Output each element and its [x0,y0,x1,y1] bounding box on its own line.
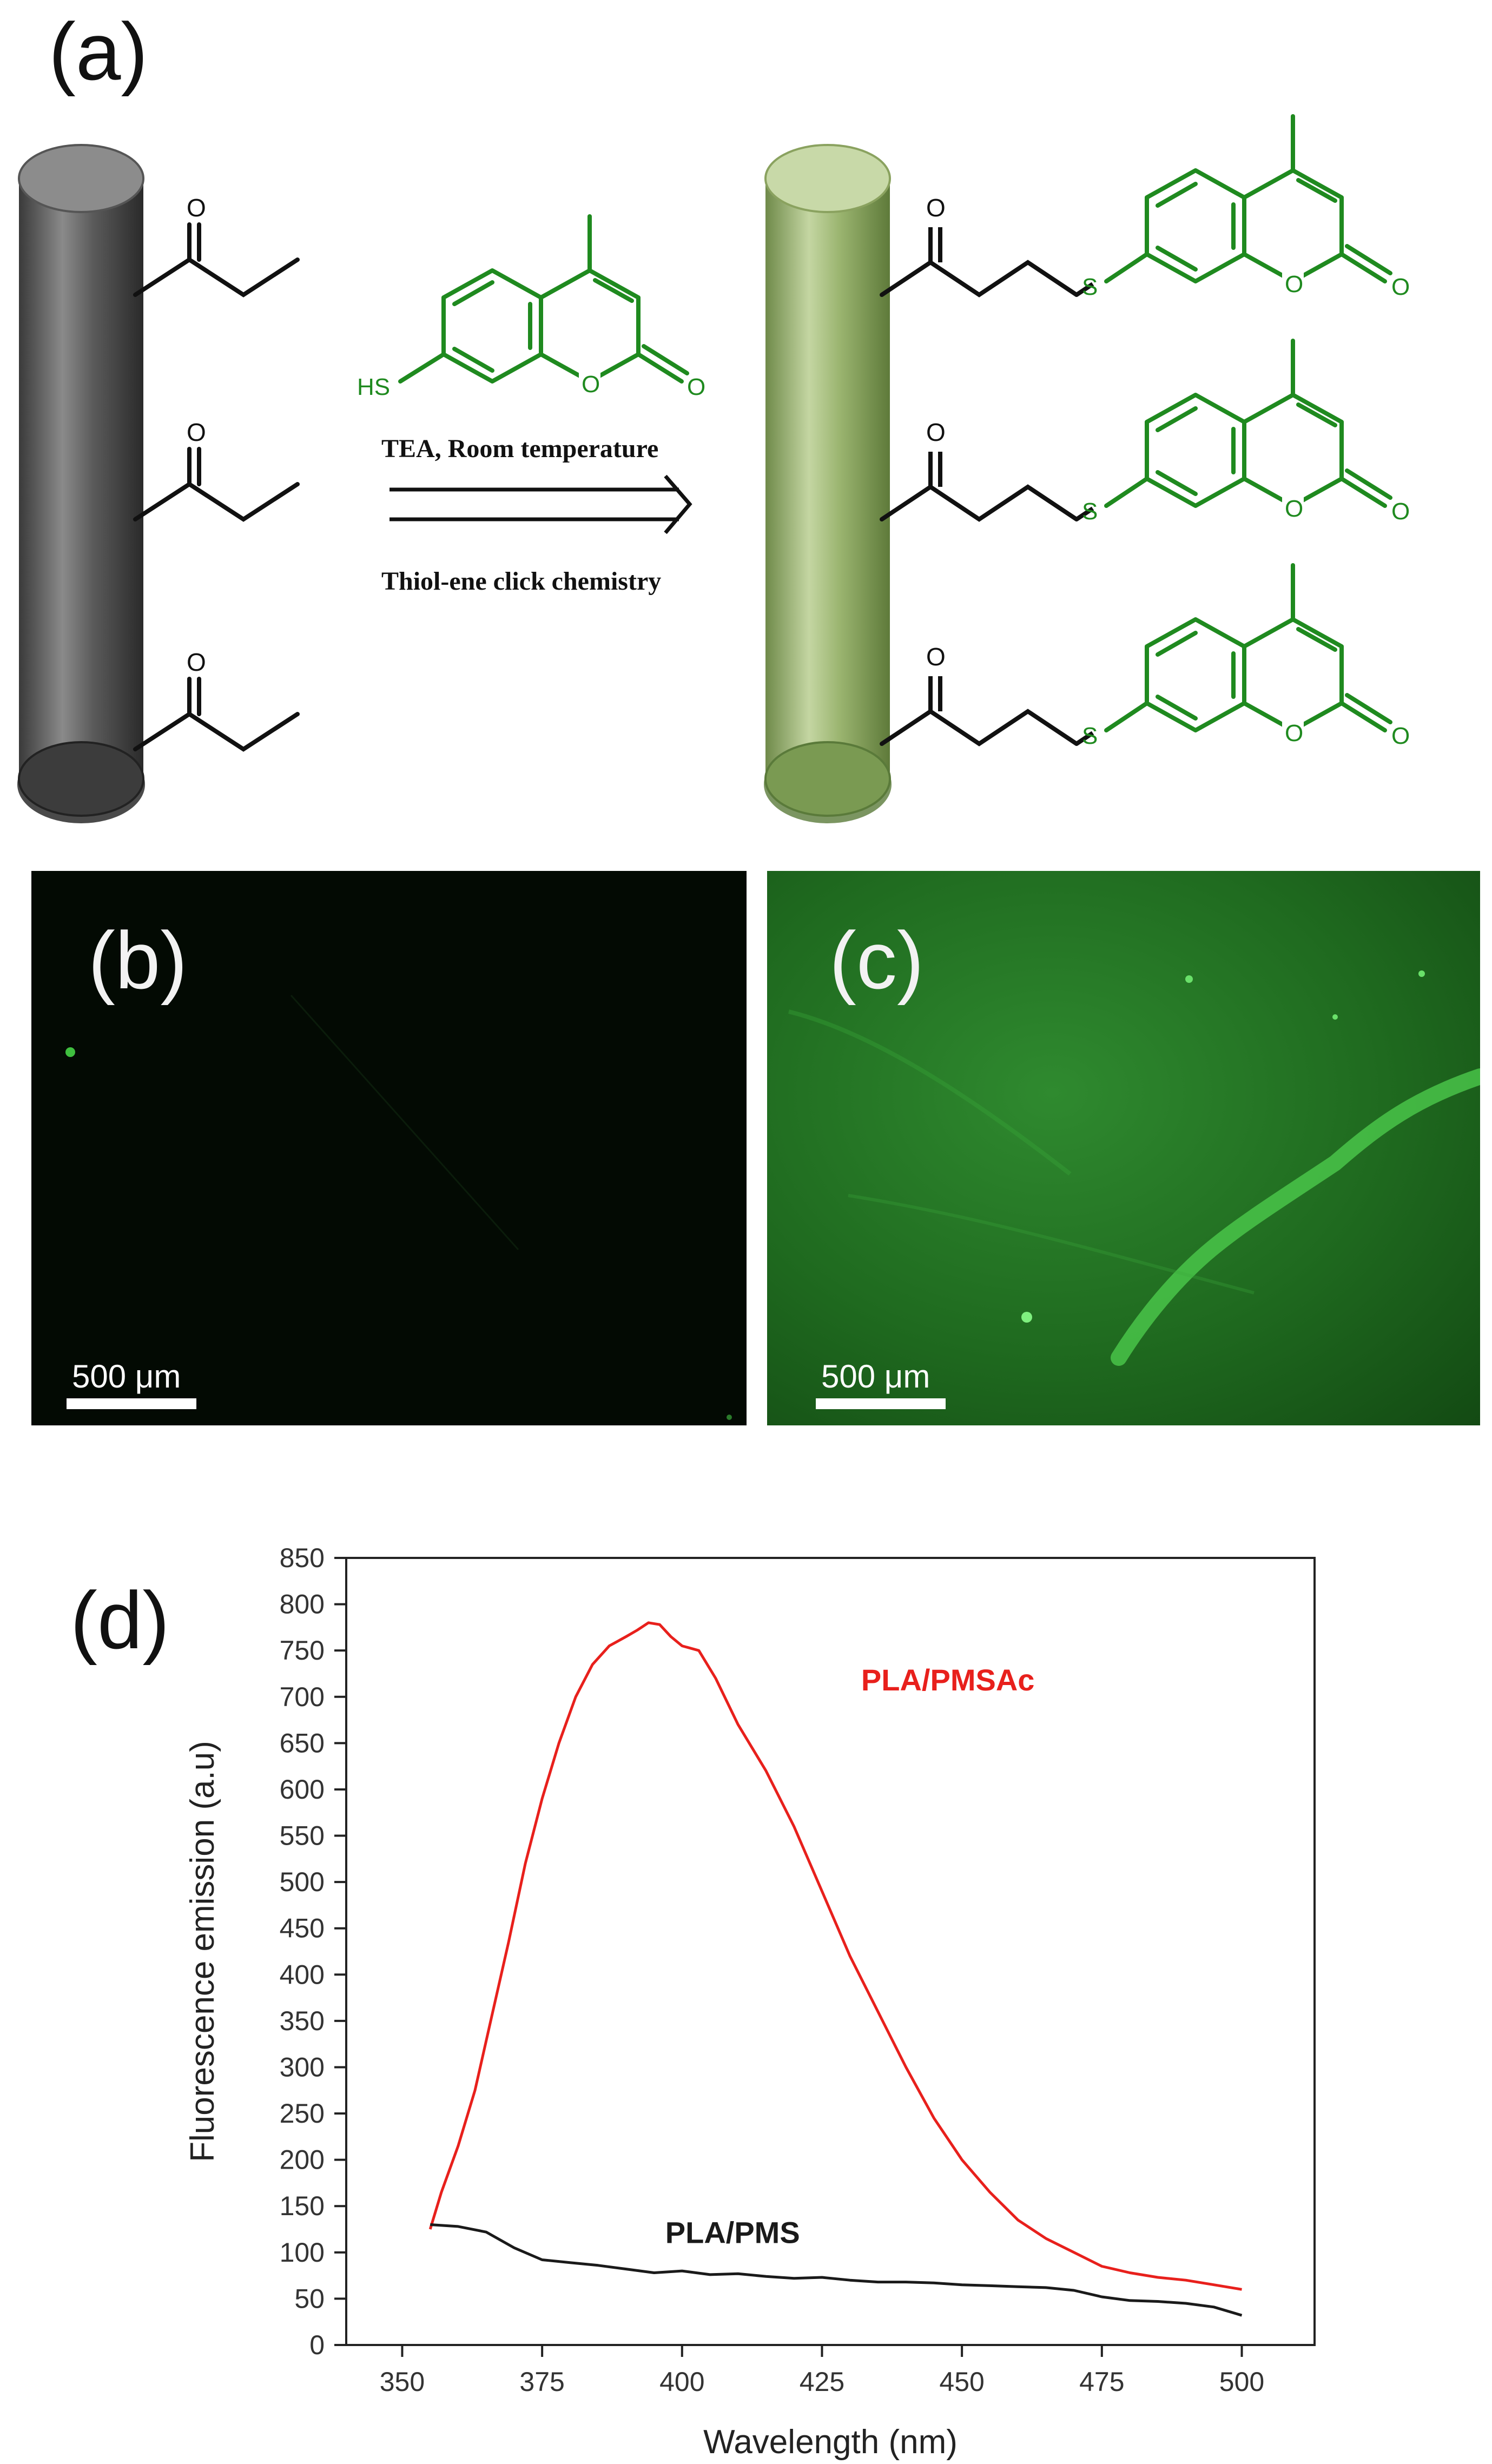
scale-bar-b [67,1398,196,1409]
x-tick-label: 350 [380,2367,425,2397]
y-tick-label: 500 [280,1867,325,1897]
y-tick-label: 400 [280,1959,325,1990]
y-tick-label: 100 [280,2237,325,2268]
y-tick-label: 650 [280,1728,325,1758]
y-tick-label: 850 [280,1543,325,1573]
series-line-pla-pms [430,2223,1243,2317]
o-label: O [1285,720,1303,747]
o-label: O [1391,498,1410,525]
micrograph-b-texture [65,995,732,1420]
x-tick-label: 425 [800,2367,844,2397]
y-tick-label: 300 [280,2052,325,2082]
y-tick-label: 350 [280,2006,325,2036]
x-tick-label: 375 [519,2367,564,2397]
y-tick-label: 50 [294,2283,325,2314]
o-label: O [1285,496,1303,522]
y-tick-label: 800 [280,1589,325,1620]
s-label: S [1082,274,1098,300]
o-label: O [926,194,946,222]
y-tick-label: 550 [280,1821,325,1851]
reaction-scheme: O O O HS O O TEA, Room temperature Thiol… [17,114,1410,823]
scale-label-c: 500 μm [821,1358,930,1395]
product-chain-3: O S O O [880,563,1410,749]
acrylate-groups [133,222,300,752]
panel-label-c: (c) [829,915,924,1006]
panel-label-a: (a) [49,6,148,97]
series-line-pla-pmsac [428,1621,1242,2291]
x-axis-label: Wavelength (nm) [703,2423,958,2461]
o-label: O [187,648,206,676]
o-label: O [926,643,946,671]
panel-label-b: (b) [88,915,188,1006]
condition-bottom: Thiol-ene click chemistry [381,567,661,596]
micrograph-c-texture [788,970,1480,1366]
o-label: O [1285,271,1303,298]
panel-label-d: (d) [70,1575,170,1666]
sh-label: HS [357,374,390,400]
emission-chart: 350 375 400 425 450 475 500 0 50 100 150 200 250 300 3… [184,1543,1316,2461]
s-label: S [1082,723,1098,749]
y-tick-label: 200 [280,2145,325,2175]
y-tick-label: 150 [280,2191,325,2221]
y-tick-label: 450 [280,1913,325,1944]
y-tick-label: 250 [280,2098,325,2129]
series-label-pla-pms: PLA/PMS [665,2216,800,2250]
y-tick-label: 750 [280,1635,325,1666]
coumarin-thiol-reagent [398,214,689,384]
s-label: S [1082,498,1098,525]
product-chain-2: O S O O [880,339,1410,525]
y-tick-label: 700 [280,1682,325,1712]
o-label: O [687,374,705,400]
y-tick-label: 0 [309,2330,325,2360]
condition-top: TEA, Room temperature [381,434,658,463]
series-label-pla-pmsac: PLA/PMSAc [861,1663,1035,1697]
x-tick-label: 400 [659,2367,704,2397]
o-label: O [582,371,600,398]
plot-frame [345,1557,1316,2346]
x-tick-label: 500 [1219,2367,1264,2397]
o-label: O [1391,274,1410,300]
rod-left [17,144,145,823]
y-tick-label: 600 [280,1774,325,1805]
scale-bar-c [816,1398,946,1409]
y-axis-label: Fluorescence emission (a.u) [184,1741,221,2162]
micrograph-b: (b) 500 μm [31,871,747,1425]
x-tick-label: 475 [1079,2367,1124,2397]
rod-right [764,144,892,823]
micrograph-c: (c) 500 μm [767,871,1480,1425]
o-label: O [187,418,206,446]
o-label: O [1391,723,1410,749]
o-label: O [926,418,946,446]
x-tick-label: 450 [939,2367,984,2397]
product-chain-1: O S O O [880,114,1410,300]
scale-label-b: 500 μm [72,1358,181,1395]
reaction-arrow [389,474,692,534]
o-label: O [187,194,206,222]
